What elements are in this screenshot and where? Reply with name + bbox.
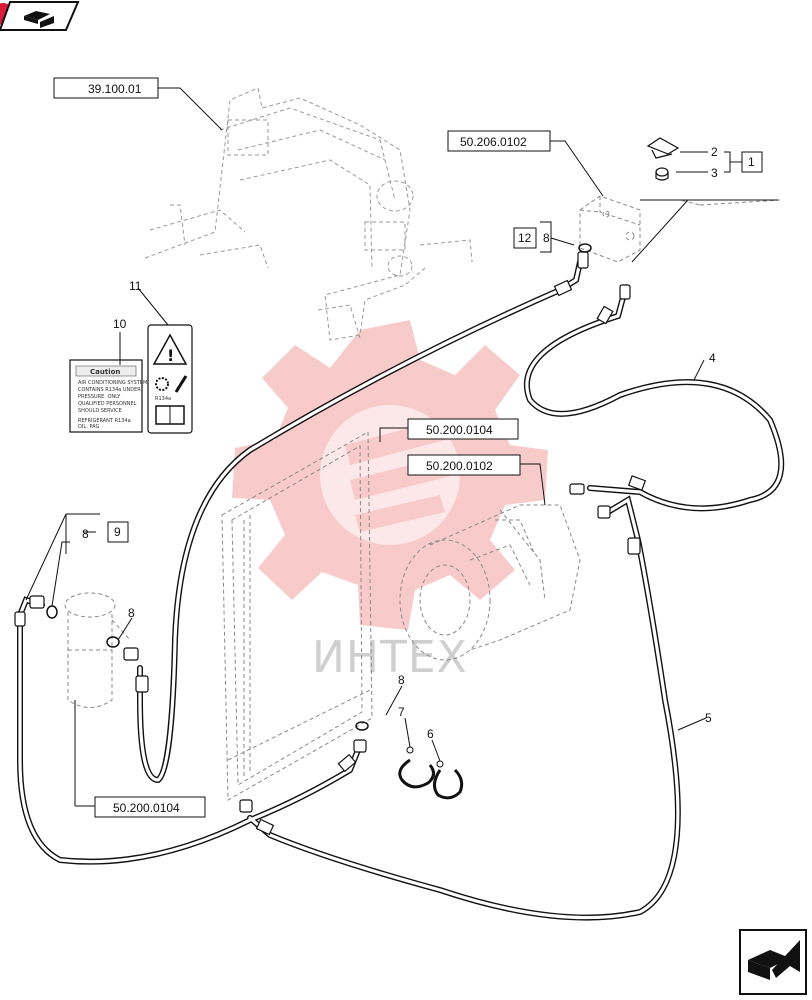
hose-inner-lines <box>18 260 783 920</box>
next-section-nav[interactable] <box>739 929 807 995</box>
ref-label-50-206-0102: 50.206.0102 <box>460 135 527 149</box>
hose-4 <box>523 287 785 512</box>
callout-8-condenser: 8 <box>398 673 405 687</box>
kit-box-12-label: 12 <box>518 231 532 245</box>
o-ring-icon <box>355 721 369 731</box>
ref-label-50-200-0104-bottom: 50.200.0104 <box>113 801 180 815</box>
decal-10-line-1: AIR CONDITIONING SYSTEM <box>78 380 147 386</box>
decal-11-code: R134a <box>155 396 171 402</box>
callout-7: 7 <box>398 705 405 719</box>
kit-box-1-label: 1 <box>748 155 755 169</box>
decal-11: ! R134a <box>147 324 193 434</box>
decal-10-line-3: PRESSURE. ONLY <box>78 394 121 400</box>
decal-10-line-2: CONTAINS R134a UNDER <box>78 387 141 393</box>
prev-section-nav[interactable] <box>0 1 80 31</box>
callout-8-drier: 8 <box>82 527 89 541</box>
callout-6: 6 <box>427 727 434 741</box>
decal-10-line-4: QUALIFIED PERSONNEL <box>78 401 137 407</box>
callout-2: 2 <box>711 145 718 159</box>
gear-icon <box>155 377 169 391</box>
ref-box-50-200-0104-top[interactable]: 50.200.0104 <box>407 418 519 440</box>
warning-triangle-icon <box>152 333 188 365</box>
wrench-icon <box>174 375 188 393</box>
next-page-arrow-icon <box>748 940 800 980</box>
callout-11: 11 <box>129 279 142 293</box>
watermark-gear-logo <box>232 320 548 630</box>
o-rings <box>46 243 592 731</box>
ref-label-39-100-01: 39.100.01 <box>88 82 142 96</box>
callout-8-drier-outlet: 8 <box>128 606 135 620</box>
decal-10-footer-1: REFRIGERANT R134a <box>78 418 131 424</box>
machine-frame-ghost <box>144 87 473 341</box>
receiver-drier-ghost <box>64 592 131 708</box>
o-ring-icon <box>578 243 592 253</box>
decal-10: Caution AIR CONDITIONING SYSTEM CONTAINS… <box>69 359 147 433</box>
callout-5: 5 <box>705 711 712 725</box>
kit-box-1[interactable]: 1 <box>741 151 763 173</box>
clamp-7 <box>398 758 435 789</box>
ref-label-50-200-0102: 50.200.0102 <box>426 459 493 473</box>
kit-box-9-label: 9 <box>114 525 121 539</box>
decal-10-line-5: SHOULD SERVICE <box>78 408 122 414</box>
kit-box-9[interactable]: 9 <box>107 521 129 543</box>
decal-10-footer-2: OIL: PAG <box>78 424 99 430</box>
leader-lines <box>25 87 778 807</box>
ref-box-50-200-0104-bottom[interactable]: 50.200.0104 <box>94 796 206 818</box>
kit-box-12[interactable]: 12 <box>513 227 537 249</box>
svg-text:!: ! <box>167 346 174 365</box>
ref-box-50-200-0102[interactable]: 50.200.0102 <box>407 454 521 476</box>
compressor-ghost <box>399 504 581 661</box>
hose-fittings <box>14 251 647 836</box>
callout-8-valve: 8 <box>543 231 550 245</box>
decal-10-title: Caution <box>90 368 120 376</box>
ref-box-39-100-01[interactable]: 39.100.01 <box>53 77 159 99</box>
hose-condenser-drier <box>17 596 363 865</box>
book-arrow-icon <box>24 11 54 28</box>
clip-part-2 <box>646 137 680 159</box>
ref-label-50-200-0104-top: 50.200.0104 <box>426 423 493 437</box>
expansion-valve-ghost <box>579 195 781 263</box>
callout-3: 3 <box>711 166 718 180</box>
condenser-ghost <box>221 431 373 801</box>
watermark-text: ИНТЕХ <box>312 632 468 683</box>
nut-part-3 <box>655 167 669 181</box>
callout-4: 4 <box>709 351 716 365</box>
o-ring-icon <box>46 605 58 619</box>
o-ring-icon <box>106 636 120 648</box>
callout-10: 10 <box>113 317 127 331</box>
ref-box-50-206-0102[interactable]: 50.206.0102 <box>447 130 551 152</box>
clamp-6 <box>433 768 464 800</box>
